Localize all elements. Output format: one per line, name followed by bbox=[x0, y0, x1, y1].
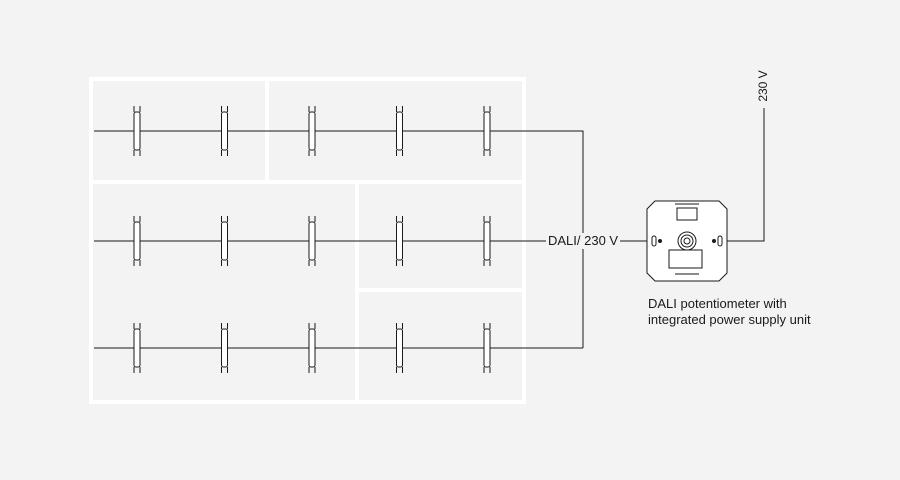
knob-inner bbox=[683, 237, 691, 245]
luminaire-icon bbox=[483, 106, 491, 156]
knob-outer bbox=[677, 231, 697, 251]
luminaire-icon bbox=[133, 106, 141, 156]
device-top-slot bbox=[676, 207, 698, 221]
luminaire-icon bbox=[396, 323, 403, 373]
supply-label: 230 V bbox=[756, 70, 770, 102]
device-housing bbox=[646, 200, 728, 282]
luminaire-icon bbox=[133, 323, 141, 373]
device-caption-line-2: integrated power supply unit bbox=[648, 312, 811, 327]
knob-mid bbox=[680, 234, 694, 248]
screw-right bbox=[712, 239, 716, 243]
device-caption: DALI potentiometer with integrated power… bbox=[648, 296, 811, 328]
screw-left bbox=[658, 239, 662, 243]
mount-hole-left bbox=[651, 235, 657, 247]
device-caption-line-1: DALI potentiometer with bbox=[648, 296, 787, 311]
luminaire-icon bbox=[483, 323, 491, 373]
luminaire-icon bbox=[308, 106, 316, 156]
luminaire-icon bbox=[308, 323, 316, 373]
supply-label-container: 230 V bbox=[753, 70, 773, 102]
wire-supply bbox=[727, 108, 765, 242]
luminaire-icon bbox=[221, 216, 228, 266]
dali-potentiometer-icon bbox=[646, 200, 728, 282]
wire-row-1 bbox=[94, 130, 584, 348]
luminaire-icon bbox=[396, 216, 403, 266]
luminaire-icon bbox=[221, 106, 228, 156]
luminaire-icon bbox=[133, 216, 141, 266]
luminaires bbox=[133, 106, 491, 373]
mount-hole-right bbox=[717, 235, 723, 247]
luminaire-icon bbox=[396, 106, 403, 156]
luminaire-icon bbox=[221, 323, 228, 373]
bus-wiring bbox=[94, 108, 765, 349]
luminaire-icon bbox=[308, 216, 316, 266]
luminaire-icon bbox=[483, 216, 491, 266]
bus-label: DALI/ 230 V bbox=[546, 233, 621, 249]
